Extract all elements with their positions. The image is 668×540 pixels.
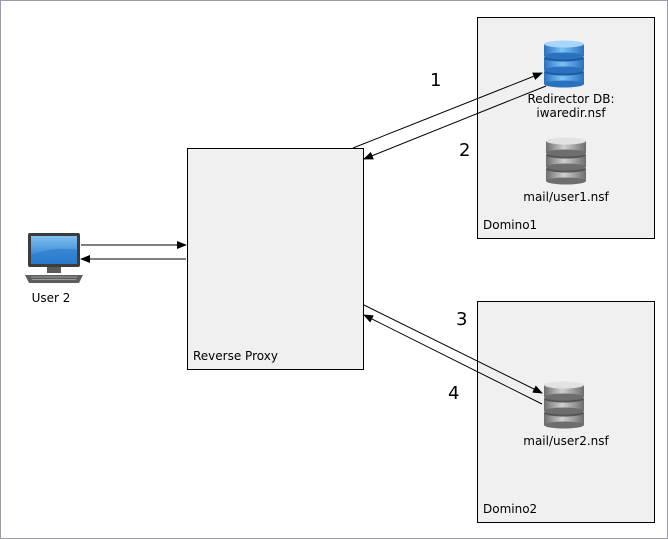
step-1-label: 1 bbox=[430, 70, 442, 91]
reverse-proxy-label: Reverse Proxy bbox=[193, 349, 278, 363]
reverse-proxy-box: Reverse Proxy bbox=[187, 148, 364, 370]
step-2-label: 2 bbox=[459, 140, 471, 161]
step-4-label: 4 bbox=[448, 383, 460, 404]
domino1-label: Domino1 bbox=[483, 218, 538, 232]
step-3-label: 3 bbox=[456, 309, 468, 330]
database-gray-icon bbox=[544, 381, 584, 429]
arrow-step-3 bbox=[363, 304, 543, 394]
redirector-db-label: Redirector DB: iwaredir.nsf bbox=[521, 92, 621, 120]
redirector-db-file: iwaredir.nsf bbox=[536, 106, 606, 120]
database-blue-icon bbox=[544, 40, 584, 88]
mail-user2-label: mail/user2.nsf bbox=[523, 434, 609, 448]
user-label: User 2 bbox=[31, 291, 71, 305]
arrow-step-2 bbox=[363, 85, 547, 160]
arrow-step-4 bbox=[363, 314, 543, 405]
computer-icon bbox=[25, 233, 83, 283]
redirector-db-title: Redirector DB: bbox=[527, 92, 615, 106]
domino2-label: Domino2 bbox=[483, 502, 538, 516]
mail-user1-label: mail/user1.nsf bbox=[523, 190, 609, 204]
database-gray-icon bbox=[546, 137, 586, 185]
arrow-step-1 bbox=[352, 72, 543, 149]
domino1-box: Domino1 bbox=[477, 17, 655, 239]
